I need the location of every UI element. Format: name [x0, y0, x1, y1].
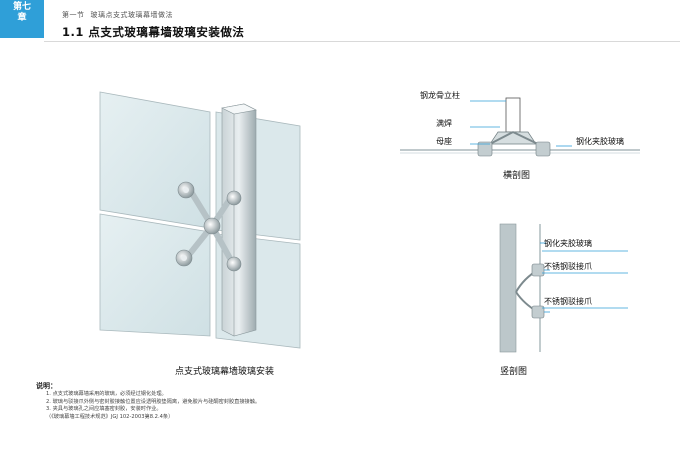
section-title: 玻璃点支式玻璃幕墙做法	[90, 11, 173, 19]
label-claw-top: 不锈钢驳接爪	[544, 261, 592, 271]
label-vertical-glass: 钢化夹胶玻璃	[544, 238, 592, 248]
page-title: 1.1 点支式玻璃幕墙玻璃安装做法	[62, 25, 245, 39]
title-divider	[44, 41, 680, 42]
section-header: 第一节玻璃点支式玻璃幕墙做法	[62, 10, 173, 20]
label-glass: 钢化夹胶玻璃	[576, 136, 624, 146]
notes-list: 1. 点支式玻璃幕墙采用的玻璃，必须经过钢化处理。 2. 玻璃与驳接爪外侧与密封…	[46, 391, 260, 421]
notes-heading: 说明：	[36, 382, 57, 390]
section-number: 第一节	[62, 11, 85, 19]
bolt-top-right	[226, 190, 242, 206]
main-figure-caption: 点支式玻璃幕墙玻璃安装	[175, 367, 275, 377]
glass-panes	[99, 91, 301, 349]
note-item: 2. 玻璃与驳接爪外侧与密封胶接触位置应设透明胶垫隔离，避免胶片与硅酮密封胶直接…	[46, 398, 261, 405]
bolt-left	[477, 141, 493, 157]
steel-column	[221, 103, 257, 337]
column-profile	[505, 97, 521, 133]
note-item: （《玻璃幕墙工程技术规范》JGJ 102-2003第8.2.4条）	[46, 413, 174, 420]
bolt-right	[535, 141, 551, 157]
base-seat	[489, 131, 537, 145]
label-base: 母座	[436, 136, 452, 146]
note-item: 1. 点支式玻璃幕墙采用的玻璃，必须经过钢化处理。	[46, 391, 167, 397]
claw-top	[531, 263, 545, 277]
label-weld: 满焊	[436, 118, 452, 128]
glass-pane-bottom-left	[99, 213, 211, 337]
spider-fitting	[175, 181, 242, 272]
glass-pane-top-left	[99, 91, 211, 229]
vertical-section-drawing: 钢化夹胶玻璃 不锈钢驳接爪 不锈钢驳接爪	[499, 223, 628, 353]
chapter-tab-line2: 章	[17, 13, 27, 23]
label-column: 钢龙骨立柱	[420, 90, 460, 100]
label-claw-bottom: 不锈钢驳接爪	[544, 296, 592, 306]
column-side	[499, 223, 517, 353]
cross-section-drawing: 钢龙骨立柱 满焊 母座 钢化夹胶玻璃	[400, 90, 640, 157]
cross-section-caption: 横剖图	[503, 171, 531, 181]
bolt-bottom-right	[226, 256, 242, 272]
vertical-section-caption: 竖剖图	[500, 367, 528, 377]
chapter-tab: 第七 章	[0, 0, 44, 38]
chapter-tab-line1: 第七	[12, 2, 31, 12]
note-item: 3. 夹具与玻璃孔之间应填塞密封胶，安装时作业。	[46, 406, 162, 413]
